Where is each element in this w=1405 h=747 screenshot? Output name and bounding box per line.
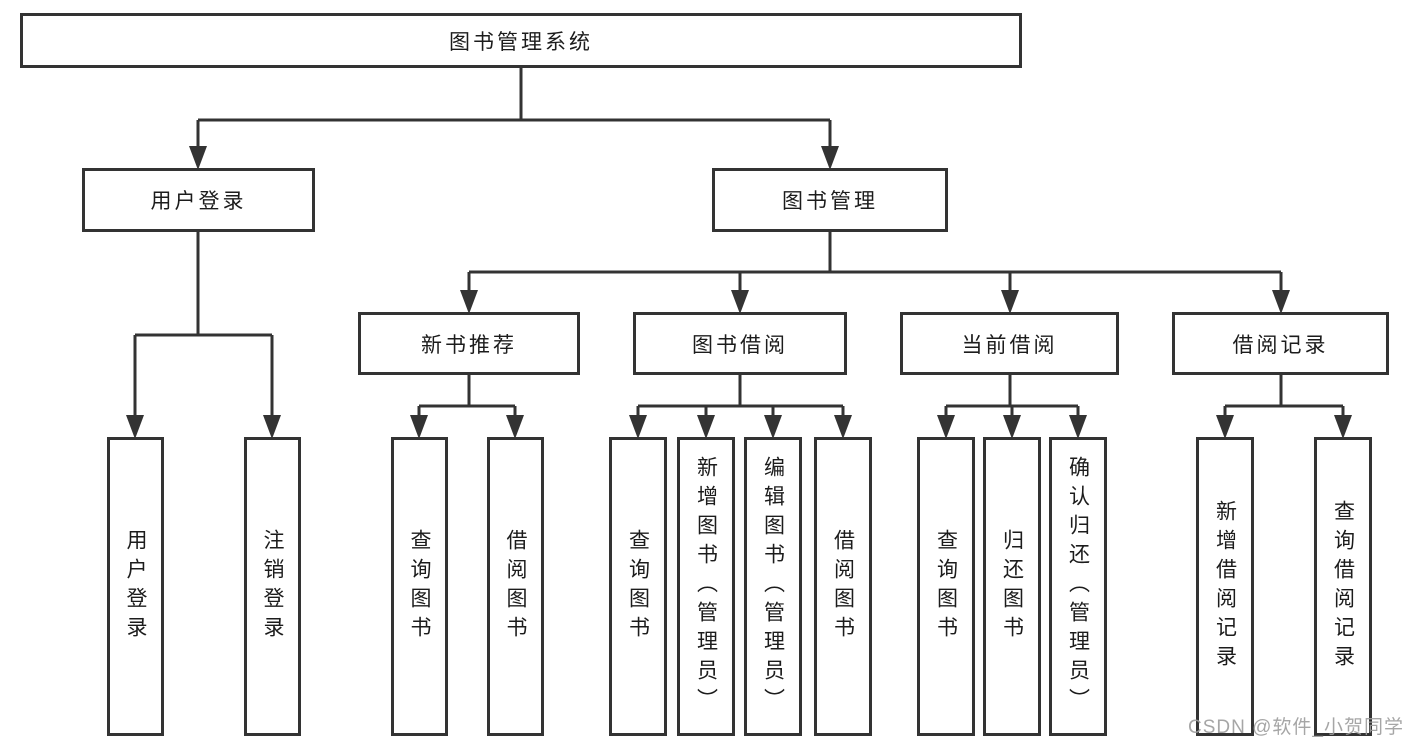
leaf-label: 注销登录 — [261, 528, 284, 645]
connector-recommend-to-leaves — [417, 375, 517, 417]
arrowhead — [764, 415, 782, 439]
leaf-label: 查询图书 — [408, 528, 431, 645]
arrowhead — [1334, 415, 1352, 439]
leaf-confirm-return-admin: 确认归还（管理员） — [1049, 437, 1107, 736]
node-current-borrow: 当前借阅 — [900, 312, 1119, 375]
csdn-watermark: CSDN @软件_小贺同学 — [1188, 717, 1404, 738]
leaf-label: 借阅图书 — [504, 528, 527, 645]
leaf-label: 借阅图书 — [831, 528, 855, 645]
node-label: 新书推荐 — [421, 333, 517, 357]
connector-root-to-level2 — [196, 68, 832, 148]
leaf-label: 新增借阅记录 — [1213, 499, 1237, 674]
connector-borrow-to-leaves — [636, 375, 845, 417]
connector-login-to-leaves — [133, 232, 274, 417]
leaf-logout: 注销登录 — [244, 437, 301, 736]
arrowhead — [460, 290, 478, 314]
node-label: 借阅记录 — [1232, 333, 1329, 357]
arrowhead — [1216, 415, 1234, 439]
leaf-label: 确认归还（管理员） — [1066, 456, 1090, 717]
leaf-label: 归还图书 — [1000, 528, 1024, 645]
arrowhead — [821, 146, 839, 170]
node-label: 图书借阅 — [692, 333, 788, 357]
arrowhead — [189, 146, 207, 170]
arrowhead — [1069, 415, 1087, 439]
leaf-return-books: 归还图书 — [983, 437, 1041, 736]
node-label: 当前借阅 — [961, 333, 1058, 357]
leaf-query-books-recommend: 查询图书 — [391, 437, 448, 736]
leaf-user-login: 用户登录 — [107, 437, 164, 736]
node-root-system: 图书管理系统 — [20, 13, 1022, 68]
arrowhead — [731, 290, 749, 314]
leaf-query-books-borrow: 查询图书 — [609, 437, 667, 736]
leaf-label: 用户登录 — [124, 528, 147, 645]
leaf-borrow-books-recommend: 借阅图书 — [487, 437, 544, 736]
node-new-book-recommend: 新书推荐 — [358, 312, 580, 375]
leaf-label: 查询图书 — [626, 528, 650, 645]
leaf-label: 新增图书（管理员） — [694, 456, 718, 717]
arrowhead — [937, 415, 955, 439]
arrowhead — [629, 415, 647, 439]
connector-current-to-leaves — [944, 375, 1080, 417]
arrowhead — [1272, 290, 1290, 314]
node-book-borrow: 图书借阅 — [633, 312, 847, 375]
node-book-management: 图书管理 — [712, 168, 948, 232]
arrowhead — [1003, 415, 1021, 439]
leaf-add-books-admin: 新增图书（管理员） — [677, 437, 735, 736]
node-root-label: 图书管理系统 — [449, 30, 593, 54]
arrowhead — [697, 415, 715, 439]
leaf-label: 查询图书 — [934, 528, 958, 645]
connector-records-to-leaves — [1223, 375, 1345, 417]
leaf-borrow-books: 借阅图书 — [814, 437, 872, 736]
leaf-label: 编辑图书（管理员） — [761, 456, 785, 717]
leaf-query-books-current: 查询图书 — [917, 437, 975, 736]
node-label: 用户登录 — [150, 190, 247, 213]
leaf-edit-books-admin: 编辑图书（管理员） — [744, 437, 802, 736]
arrowhead — [263, 415, 281, 439]
node-label: 图书管理 — [782, 190, 878, 213]
connector-mgmt-to-level3 — [467, 232, 1283, 292]
arrowhead — [1001, 290, 1019, 314]
arrowhead — [506, 415, 524, 439]
leaf-label: 查询借阅记录 — [1331, 499, 1355, 674]
leaf-query-borrow-record: 查询借阅记录 — [1314, 437, 1372, 736]
arrowhead — [410, 415, 428, 439]
arrowhead — [126, 415, 144, 439]
leaf-add-borrow-record: 新增借阅记录 — [1196, 437, 1254, 736]
node-user-login: 用户登录 — [82, 168, 315, 232]
arrowhead — [834, 415, 852, 439]
node-borrow-records: 借阅记录 — [1172, 312, 1389, 375]
